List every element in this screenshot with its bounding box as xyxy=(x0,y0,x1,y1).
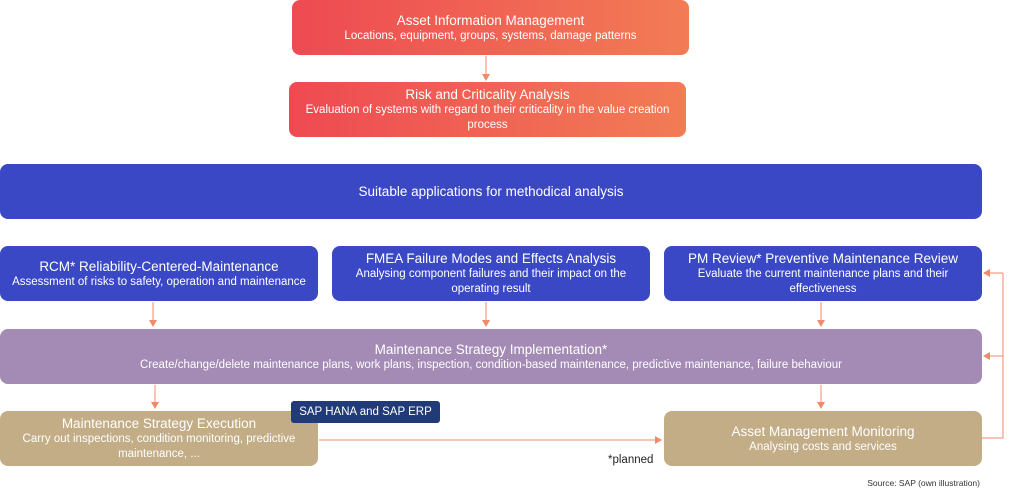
node-subtitle: Evaluation of systems with regard to the… xyxy=(305,104,670,131)
node-title: Asset Information Management xyxy=(396,12,585,28)
sap-hana-erp-tag: SAP HANA and SAP ERP xyxy=(291,401,440,423)
feedback-line xyxy=(982,273,1004,439)
node-title: Risk and Criticality Analysis xyxy=(405,87,570,102)
node-subtitle: Create/change/delete maintenance plans, … xyxy=(140,358,842,371)
node-title: Maintenance Strategy Implementation* xyxy=(374,341,608,357)
node-subtitle: Carry out inspections, condition monitor… xyxy=(22,433,296,460)
node-subtitle: Analysing component failures and their i… xyxy=(355,268,627,295)
node-subtitle: Locations, equipment, groups, systems, d… xyxy=(344,29,637,42)
node-suitable-applications: Suitable applications for methodical ana… xyxy=(0,164,982,219)
node-subtitle: Assessment of risks to safety, operation… xyxy=(12,275,306,288)
node-title: PM Review* Preventive Maintenance Review xyxy=(687,251,959,266)
node-pm-review: PM Review* Preventive Maintenance Review… xyxy=(664,246,982,301)
node-risk-criticality: Risk and Criticality Analysis Evaluation… xyxy=(289,82,686,137)
node-asset-information: Asset Information Management Locations, … xyxy=(292,0,689,55)
node-fmea: FMEA Failure Modes and Effects Analysis … xyxy=(332,246,650,301)
node-strategy-implementation: Maintenance Strategy Implementation* Cre… xyxy=(0,329,982,384)
node-title: Maintenance Strategy Execution xyxy=(61,416,257,431)
node-rcm: RCM* Reliability-Centered-Maintenance As… xyxy=(0,246,318,301)
node-title: Asset Management Monitoring xyxy=(731,423,915,439)
node-title: FMEA Failure Modes and Effects Analysis xyxy=(365,251,617,266)
node-title: RCM* Reliability-Centered-Maintenance xyxy=(39,258,279,274)
node-title: Suitable applications for methodical ana… xyxy=(358,184,624,199)
node-strategy-execution: Maintenance Strategy Execution Carry out… xyxy=(0,411,318,466)
node-asset-monitoring: Asset Management Monitoring Analysing co… xyxy=(664,411,982,466)
planned-footnote: *planned xyxy=(608,454,654,466)
node-subtitle: Analysing costs and services xyxy=(749,440,897,453)
node-subtitle: Evaluate the current maintenance plans a… xyxy=(697,268,949,295)
source-caption: Source: SAP (own illustration) xyxy=(867,478,980,488)
